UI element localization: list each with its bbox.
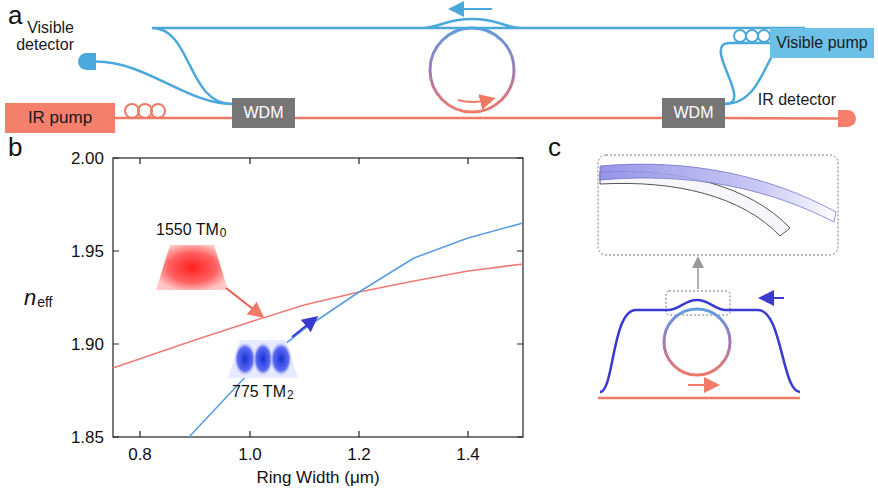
box-label: Visible pump	[776, 34, 867, 52]
waveguide-band	[600, 164, 836, 222]
axis-title: n	[24, 287, 36, 309]
device-box: WDM	[232, 98, 295, 128]
tick-label: 1.4	[456, 446, 480, 463]
device-box: WDM	[662, 98, 725, 128]
device-box: Visible pump	[770, 28, 874, 58]
detector-icon	[78, 53, 96, 70]
box-label: WDM	[244, 104, 284, 122]
visible-fiber	[96, 62, 232, 105]
mode-label: 775 TM	[232, 384, 286, 400]
tick-label: 1.2	[347, 446, 371, 463]
photodetector: IR detector	[838, 110, 856, 127]
bus-waveguide	[598, 397, 800, 400]
zoom-arrow	[697, 262, 699, 289]
mode-profile	[156, 245, 228, 290]
tick-label: 1.90	[71, 336, 104, 353]
bus-waveguide	[600, 300, 800, 392]
microring	[664, 309, 730, 375]
tm2-curve	[189, 223, 523, 437]
tick-label: 0.8	[128, 446, 152, 463]
box-label: WDM	[674, 104, 714, 122]
direction-arrow	[456, 8, 492, 10]
ir-fiber	[725, 117, 838, 120]
direction-arrow	[688, 384, 712, 386]
microring	[430, 28, 514, 112]
pointer-arrow	[226, 288, 258, 313]
fiber-coil	[734, 30, 770, 42]
detector-icon	[838, 110, 856, 127]
panel-letter: a	[8, 2, 22, 28]
detector-label: IR detector	[758, 91, 836, 109]
bus-waveguide	[295, 117, 662, 120]
zoom-box	[666, 291, 730, 315]
photodetector: Visible detector	[78, 53, 96, 70]
detector-icon	[78, 53, 96, 70]
detector-icon	[838, 110, 856, 127]
mode-profile	[228, 340, 298, 378]
panel-letter: c	[548, 134, 561, 160]
axis-subscript: eff	[37, 295, 52, 309]
bus-waveguide	[152, 19, 805, 104]
panel-letter: b	[8, 134, 22, 160]
mode-label: 1550 TM	[156, 222, 219, 238]
tick-label: 1.85	[71, 429, 104, 446]
direction-arrow	[458, 100, 488, 102]
direction-arrow	[766, 297, 784, 299]
tick-label: 2.00	[71, 150, 104, 167]
tick-label: 1.0	[238, 446, 262, 463]
pointer-arrow	[292, 321, 312, 337]
mode-subscript: 2	[287, 389, 294, 401]
plot-frame	[113, 158, 523, 437]
ir-fiber	[115, 117, 232, 120]
fiber-coil	[125, 104, 165, 118]
device-box: IR pump	[5, 103, 115, 133]
axis-title: Ring Width (μm)	[256, 469, 379, 486]
mode-subscript: 0	[220, 227, 227, 239]
box-label: IR pump	[28, 109, 92, 128]
zoom-box	[598, 155, 838, 255]
tick-label: 1.95	[71, 243, 104, 260]
